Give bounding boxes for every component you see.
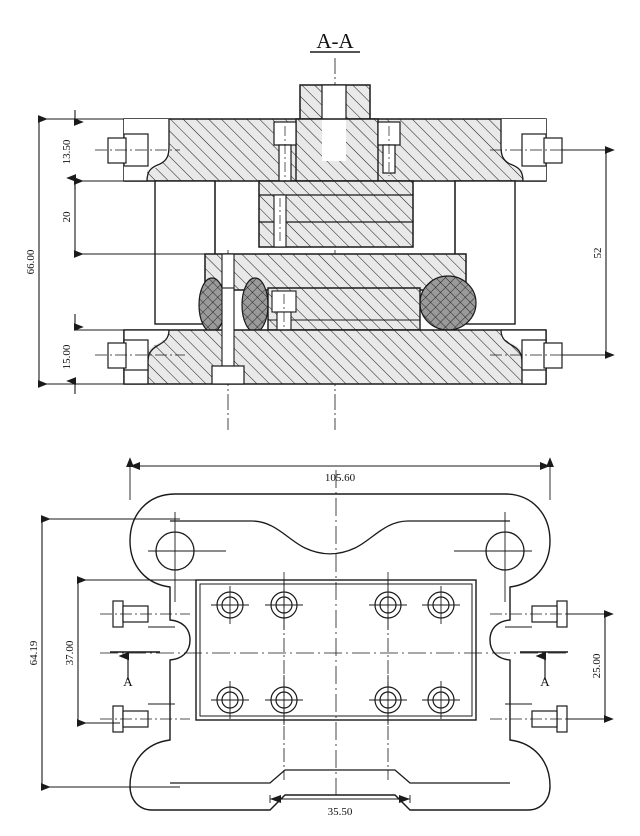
section-title: A-A [310,29,360,53]
dim-35-50-label: 35.50 [328,806,353,818]
center-block-upper [295,118,379,182]
dimension-plan-width-105-60: 105.60 [126,457,554,500]
lower-inner-block [267,287,421,369]
plan-side-bolt-lower-left [100,703,190,733]
top-plate-left-relief [95,119,180,182]
dimension-right-height-52: 52 [562,146,615,359]
mid-plate-bore [221,253,235,291]
dim-105-60-label: 105.60 [325,472,356,484]
section-marker-right: A [520,651,568,689]
section-marker-left-label: A [123,674,133,689]
bottom-left-bolt-head [107,342,127,369]
dimension-plan-inner-37-00: 37.00 [64,576,196,727]
plan-bolt-hole [422,586,460,624]
bottom-center-bore [211,287,245,385]
plan-side-bolt-upper-right [490,600,580,628]
dim-37-00-label: 37.00 [64,640,76,665]
elastomer-bushing-right [419,275,477,331]
middle-block-outline [258,180,414,248]
dimension-bottom-plate-15-00: 15.00 [61,314,124,394]
dim-25-00-label: 25.00 [591,653,603,678]
dimension-mid-block-20: 20 [61,177,205,258]
plan-lug-hole-left [148,512,226,602]
plan-bolt-hole [211,681,249,719]
plan-lug-hole-right [454,512,532,602]
bottom-plate-left-relief [95,329,185,385]
top-left-bolt-head [107,137,127,164]
dim-13-50-label: 13.50 [61,139,73,164]
dimension-plan-right-25-00: 25.00 [567,610,614,723]
middle-block [258,180,414,248]
plan-top-bridge-contour [170,520,510,555]
plan-bolt-hole [211,586,249,624]
section-marker-left: A [110,651,160,689]
plan-side-bolt-upper-left [100,600,190,628]
bottom-plate-right-relief [490,329,580,385]
section-marker-right-label: A [540,674,550,689]
top-right-bolt-head [543,137,563,164]
plan-bottom-bridge-contour [170,769,510,784]
dim-15-00-label: 15.00 [61,344,73,369]
section-view-a-a: 66.00 13.50 20 15.00 52 [25,58,615,430]
plan-side-bolt-lower-right [490,703,580,733]
elastomer-bushing-left-outer [198,277,226,333]
dim-64-19-label: 64.19 [28,640,40,665]
top-plate-bolt-right [377,121,401,176]
plan-bolt-hole [422,681,460,719]
top-plate-right-relief [490,119,580,182]
bottom-center-boss [211,365,245,385]
dim-66-label: 66.00 [25,249,37,274]
dim-20-label: 20 [61,211,73,223]
bottom-right-bolt-head [543,342,563,369]
dim-52-label: 52 [592,248,604,259]
dimension-plan-bottom-35-50: 35.50 [269,795,411,818]
dimension-plan-height-64-19: 64.19 [28,515,180,791]
bottom-plate [123,329,547,385]
section-title-label: A-A [316,29,354,53]
plan-view: A A 105.60 64.19 37.00 [28,457,614,818]
elastomer-bushing-left-inner [241,277,269,333]
